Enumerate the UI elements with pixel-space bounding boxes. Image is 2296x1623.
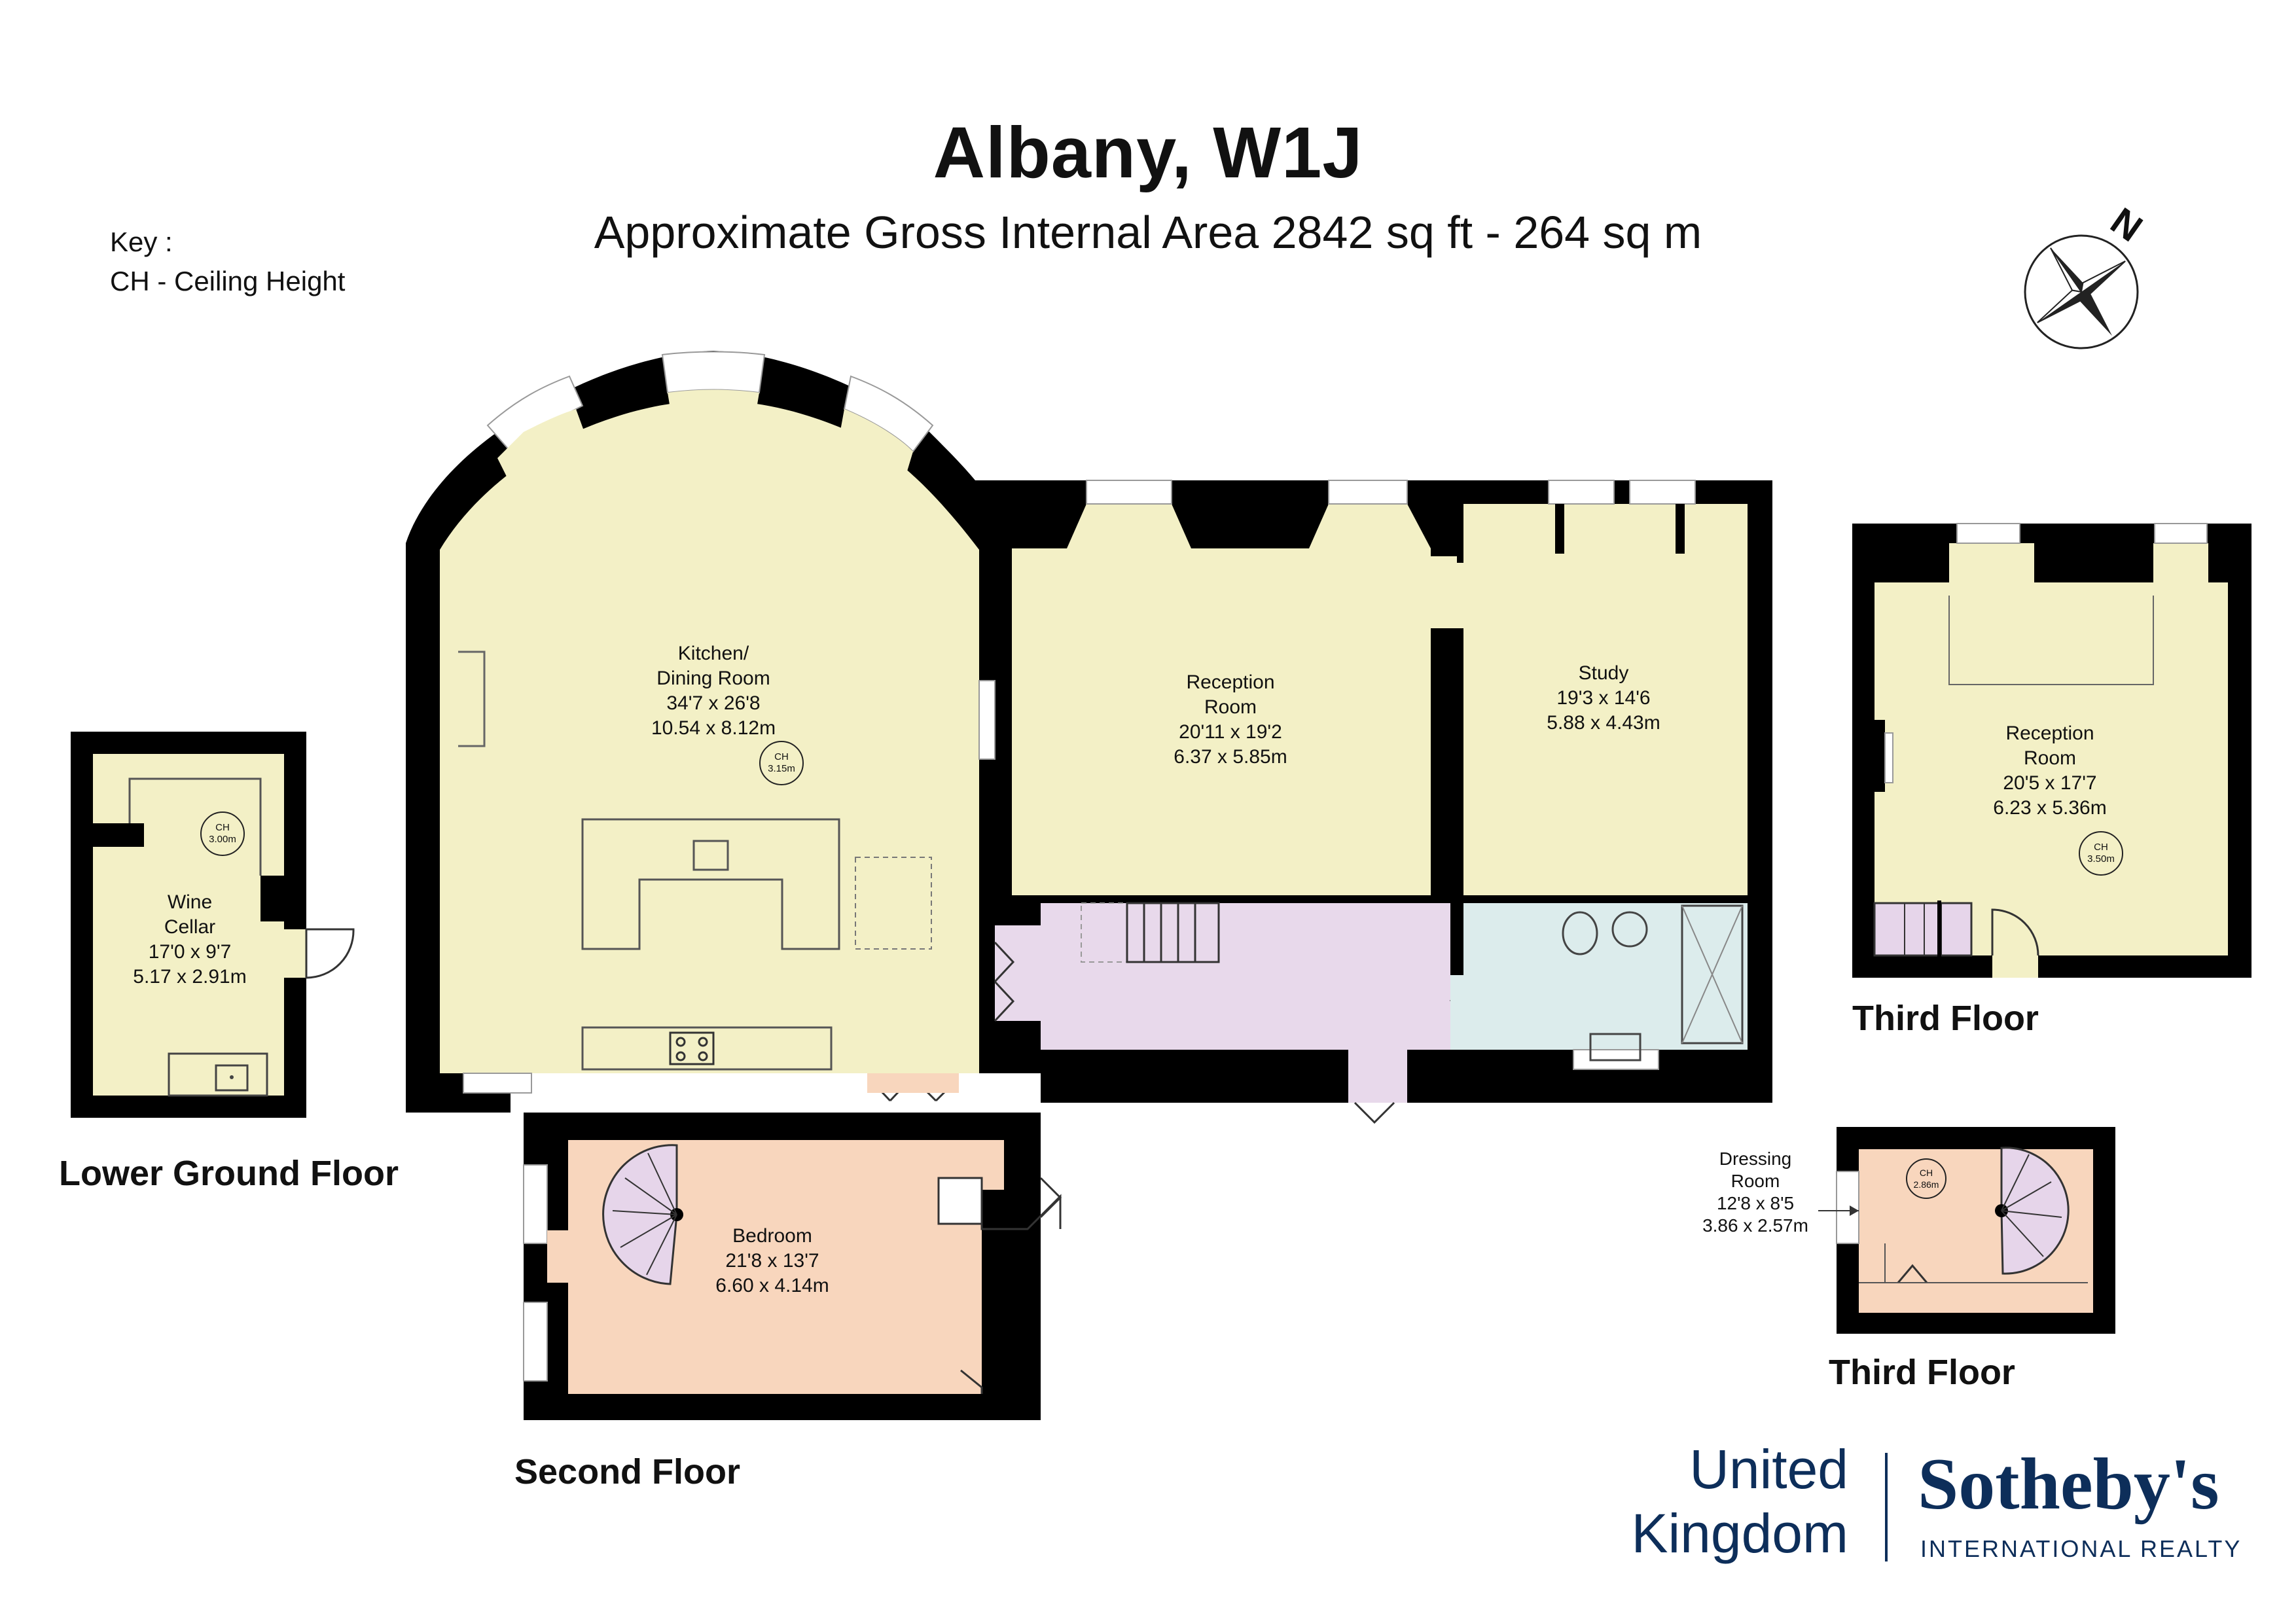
room-name: Study <box>1578 662 1629 684</box>
room-label-study: Study 19'3 x 14'6 5.88 x 4.43m <box>1525 661 1682 736</box>
room-name: Room <box>1731 1171 1780 1191</box>
floor-label-third-a: Third Floor <box>1852 999 2039 1038</box>
room-size-imperial: 34'7 x 26'8 <box>666 692 761 714</box>
ceiling-height-badge: CH 3.00m <box>200 812 245 856</box>
page-subtitle: Approximate Gross Internal Area 2842 sq … <box>594 207 1702 258</box>
key-heading: Key : <box>110 226 173 257</box>
room-size-imperial: 20'11 x 19'2 <box>1179 721 1282 743</box>
ch-value: 3.00m <box>209 834 236 845</box>
room-label-wine-cellar: Wine Cellar 17'0 x 9'7 5.17 x 2.91m <box>124 890 255 990</box>
ceiling-height-badge: CH 3.15m <box>759 741 804 785</box>
compass-rose-icon <box>2024 234 2139 349</box>
room-name: Room <box>1204 696 1257 718</box>
room-size-imperial: 12'8 x 8'5 <box>1716 1193 1795 1213</box>
room-size-metric: 6.23 x 5.36m <box>1993 797 2107 819</box>
floor-label-third-b: Third Floor <box>1829 1353 2015 1392</box>
ceiling-height-badge: CH 3.50m <box>2079 831 2123 876</box>
ch-label: CH <box>215 822 230 833</box>
room-size-imperial: 21'8 x 13'7 <box>725 1250 819 1272</box>
room-name: Dining Room <box>656 668 770 689</box>
room-size-imperial: 19'3 x 14'6 <box>1556 687 1651 709</box>
brand-region-line1: United <box>1689 1438 1848 1500</box>
room-label-dressing: Dressing Room 12'8 x 8'5 3.86 x 2.57m <box>1683 1148 1827 1237</box>
key-entry: CH - Ceiling Height <box>110 266 346 296</box>
room-size-metric: 5.88 x 4.43m <box>1547 712 1660 734</box>
room-name: Bedroom <box>732 1225 812 1247</box>
floor-label-lower-ground: Lower Ground Floor <box>59 1154 399 1193</box>
ch-label: CH <box>774 751 789 762</box>
dressing-room-plan <box>1818 1127 2115 1334</box>
ch-label: CH <box>2094 842 2108 853</box>
third-floor-reception-plan <box>1852 523 2251 978</box>
room-name: Kitchen/ <box>677 643 749 664</box>
room-label-reception-third: Reception Room 20'5 x 17'7 6.23 x 5.36m <box>1971 721 2128 821</box>
room-size-imperial: 20'5 x 17'7 <box>2003 772 2097 794</box>
brand-divider <box>1885 1453 1888 1561</box>
key-legend: Key : CH - Ceiling Height <box>110 223 345 301</box>
ch-label: CH <box>1919 1168 1933 1178</box>
ch-value: 2.86m <box>1913 1179 1939 1190</box>
room-size-metric: 5.17 x 2.91m <box>133 966 247 988</box>
room-name: Wine <box>167 891 213 913</box>
brand-name: Sotheby's <box>1918 1444 2219 1525</box>
room-size-metric: 10.54 x 8.12m <box>651 717 776 739</box>
room-size-metric: 3.86 x 2.57m <box>1702 1215 1808 1236</box>
room-label-kitchen: Kitchen/ Dining Room 34'7 x 26'8 10.54 x… <box>628 641 798 741</box>
brand-region: United Kingdom <box>1626 1437 1848 1565</box>
floor-label-second: Second Floor <box>514 1452 741 1491</box>
ceiling-height-badge: CH 2.86m <box>1906 1158 1946 1199</box>
room-name: Cellar <box>164 916 216 938</box>
brand-region-line2: Kingdom <box>1631 1503 1848 1564</box>
room-size-metric: 6.37 x 5.85m <box>1174 746 1287 768</box>
room-label-reception-second: Reception Room 20'11 x 19'2 6.37 x 5.85m <box>1152 670 1309 770</box>
room-label-bedroom: Bedroom 21'8 x 13'7 6.60 x 4.14m <box>694 1224 851 1298</box>
room-name: Reception <box>1186 671 1275 693</box>
ch-value: 3.15m <box>768 763 795 774</box>
room-size-imperial: 17'0 x 9'7 <box>148 941 232 963</box>
page-title: Albany, W1J <box>933 113 1363 193</box>
main-floor-plan <box>406 351 1772 1420</box>
brand-tagline: INTERNATIONAL REALTY <box>1920 1535 2242 1562</box>
room-size-metric: 6.60 x 4.14m <box>715 1275 829 1296</box>
room-name: Reception <box>2005 722 2094 744</box>
room-name: Dressing <box>1719 1149 1792 1169</box>
room-name: Room <box>2023 747 2077 769</box>
wine-cellar-plan <box>71 732 355 1118</box>
ch-value: 3.50m <box>2087 853 2115 865</box>
